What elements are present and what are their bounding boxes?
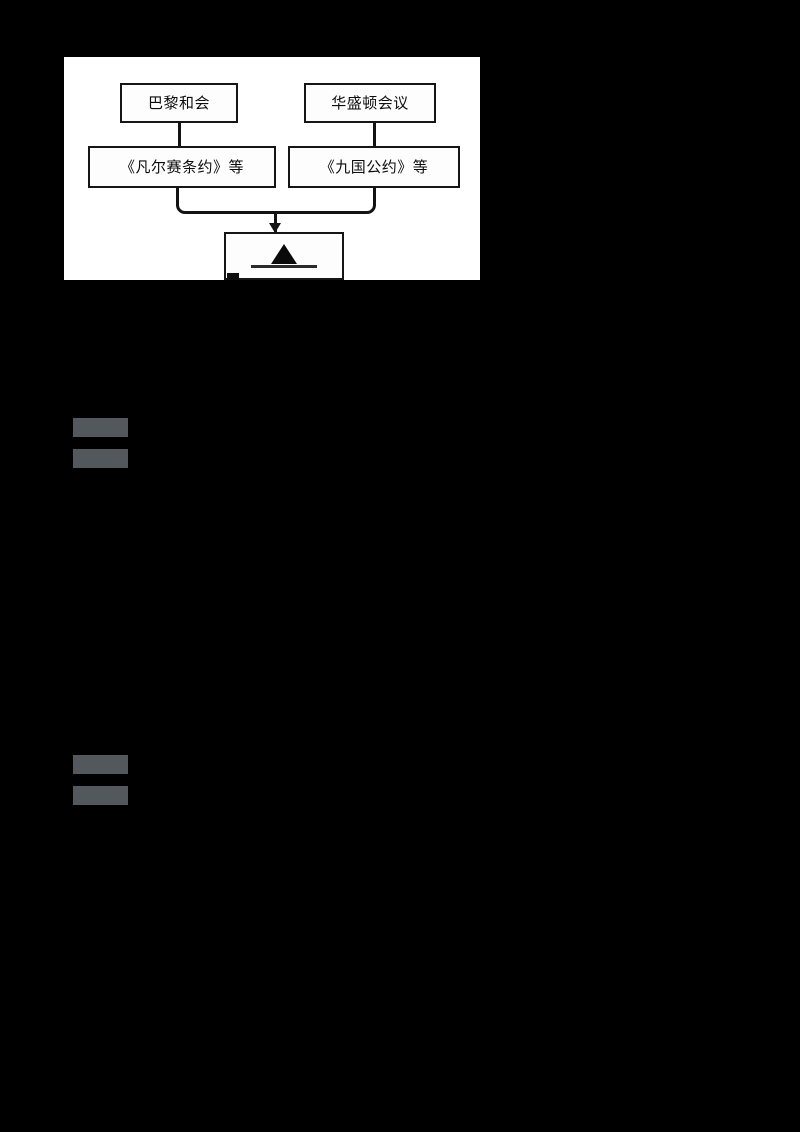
connector-paris-to-versailles (178, 123, 181, 146)
highlighted-fragment[interactable] (73, 418, 128, 437)
fragment-text (76, 451, 125, 466)
fragment-text (76, 420, 125, 435)
connector-washington-to-ninepower (373, 123, 376, 146)
connector-merge-bracket (176, 188, 376, 214)
obscured-glyph-icon (226, 234, 342, 278)
scan-smudge (227, 273, 239, 280)
flow-node-nine-power-treaty: 《九国公约》等 (288, 146, 460, 188)
highlighted-fragment[interactable] (73, 449, 128, 468)
fragment-text (76, 788, 125, 803)
fragment-text (76, 757, 125, 772)
flow-node-versailles-treaty: 《凡尔赛条约》等 (88, 146, 276, 188)
highlighted-fragment[interactable] (73, 755, 128, 774)
highlighted-fragment-group-2 (73, 755, 128, 817)
highlighted-fragment[interactable] (73, 786, 128, 805)
triangle-icon (271, 244, 297, 264)
flow-node-result (224, 232, 344, 280)
arrow-head-icon (269, 223, 281, 233)
flow-node-paris-conference: 巴黎和会 (120, 83, 238, 123)
connector-bracket-to-result (274, 212, 277, 233)
highlighted-fragment-group-1 (73, 418, 128, 480)
flow-node-washington-conference: 华盛顿会议 (304, 83, 436, 123)
underline-rule (251, 265, 317, 268)
flowchart-figure: 巴黎和会 华盛顿会议 《凡尔赛条约》等 《九国公约》等 (64, 57, 480, 280)
